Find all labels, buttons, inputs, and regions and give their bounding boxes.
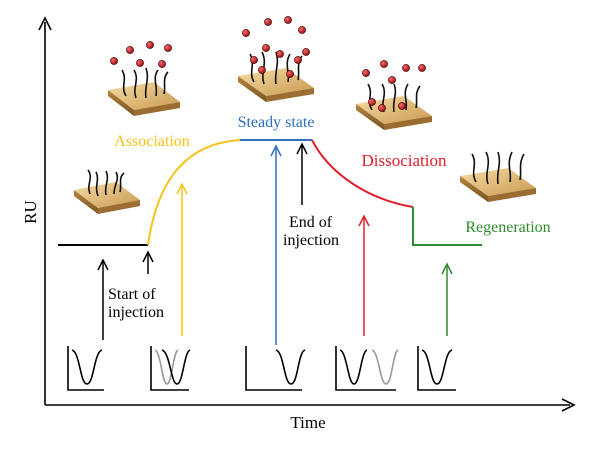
start-arrow-short bbox=[142, 250, 154, 274]
regeneration-arrow bbox=[441, 262, 453, 336]
association-arrow bbox=[176, 182, 188, 336]
regeneration-label: Regeneration bbox=[465, 219, 550, 236]
association-label: Association bbox=[114, 133, 190, 150]
dip-curve-icon bbox=[417, 346, 456, 391]
x-axis-label: Time bbox=[290, 413, 325, 432]
end-injection-arrow bbox=[296, 142, 308, 205]
dip-curve-icon bbox=[67, 346, 104, 391]
end-injection-label-line1: End of bbox=[289, 214, 333, 231]
molecule-icon bbox=[110, 41, 172, 68]
steady-state-label: Steady state bbox=[238, 114, 315, 131]
molecule-icon bbox=[362, 60, 426, 112]
y-axis-label: RU bbox=[21, 200, 40, 224]
y-axis-arrow-icon bbox=[38, 16, 52, 31]
start-injection-label-line1: Start of bbox=[108, 286, 156, 303]
sensor-chip-icon bbox=[356, 83, 432, 130]
sensorgram-curve bbox=[58, 139, 482, 246]
start-injection-label-line2: injection bbox=[108, 304, 164, 321]
start-arrow-long bbox=[97, 258, 109, 340]
sensor-chip-icon bbox=[108, 67, 180, 116]
dip-curve-icon bbox=[150, 346, 191, 391]
dip-curve-icon bbox=[335, 346, 399, 391]
x-axis-arrow-icon bbox=[561, 398, 576, 412]
dissociation-arrow bbox=[358, 214, 370, 336]
molecule-icon bbox=[242, 16, 310, 78]
regeneration-segment bbox=[412, 207, 482, 246]
injection-arrows bbox=[97, 142, 453, 345]
association-segment bbox=[147, 139, 241, 246]
sensor-chip-icon bbox=[460, 151, 536, 202]
axes: Time RU bbox=[21, 16, 576, 432]
steady-state-arrow bbox=[270, 144, 282, 345]
dissociation-segment bbox=[311, 139, 414, 208]
dissociation-label: Dissociation bbox=[362, 151, 447, 170]
sensor-chip-icon bbox=[74, 169, 140, 214]
dip-curve-icon bbox=[245, 346, 306, 391]
sensor-chip-icon bbox=[238, 51, 314, 102]
end-injection-label-line2: injection bbox=[283, 232, 339, 249]
